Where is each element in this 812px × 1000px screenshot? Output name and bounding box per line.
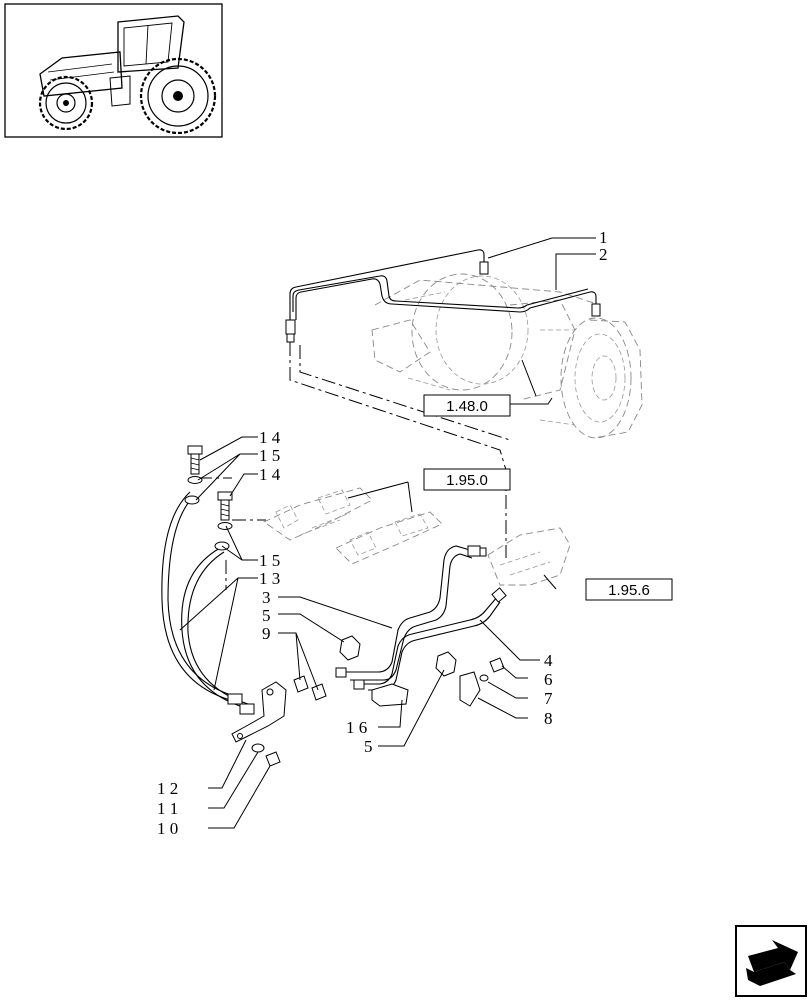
callout-16: 1 6 (346, 718, 367, 737)
next-page-arrow-icon[interactable] (735, 925, 807, 997)
rear-axle-ghost (371, 273, 643, 439)
reference-label-1-48-0: 1.48.0 (446, 398, 488, 415)
callout-5-bottom: 5 (364, 737, 373, 756)
callout-2: 2 (599, 245, 608, 264)
callout-12: 1 2 (157, 779, 178, 798)
callout-10: 1 0 (157, 819, 178, 838)
callout-3: 3 (262, 588, 271, 607)
callout-7: 7 (544, 689, 553, 708)
grommets (293, 675, 327, 701)
callout-14-top: 1 4 (259, 428, 281, 447)
callout-9: 9 (262, 624, 271, 643)
upper-brake-pipe (285, 249, 601, 343)
callout-leaders (179, 237, 596, 829)
callout-numbers: 1 2 1 4 1 5 1 4 1 5 1 3 3 5 9 4 6 7 8 1 … (157, 228, 608, 838)
reference-box-1-95-0[interactable]: 1.95.0 (423, 468, 511, 491)
flexible-hoses (161, 491, 255, 715)
reference-box-1-48-0[interactable]: 1.48.0 (423, 394, 511, 417)
callout-5-left: 5 (262, 606, 271, 625)
pipe-clamps (339, 635, 505, 707)
hose-bracket (231, 681, 287, 767)
callout-15-top: 1 5 (259, 446, 280, 465)
callout-15-mid: 1 5 (259, 551, 280, 570)
callout-14-mid: 1 4 (259, 465, 281, 484)
callout-8: 8 (544, 709, 553, 728)
reference-leaders (347, 359, 557, 590)
callout-1: 1 (599, 228, 608, 247)
tractor-thumbnail-icon (4, 3, 223, 138)
callout-11: 1 1 (157, 799, 178, 818)
callout-13: 1 3 (259, 569, 280, 588)
valve-assembly-ghost (263, 487, 571, 586)
callout-6: 6 (544, 670, 553, 689)
lower-brake-pipes (335, 545, 507, 691)
reference-label-1-95-0: 1.95.0 (446, 472, 488, 489)
reference-label-1-95-6: 1.95.6 (608, 582, 650, 599)
connection-chains (198, 342, 511, 590)
callout-4: 4 (544, 651, 553, 670)
reference-box-1-95-6[interactable]: 1.95.6 (585, 578, 673, 601)
banjo-bolts (184, 445, 233, 551)
